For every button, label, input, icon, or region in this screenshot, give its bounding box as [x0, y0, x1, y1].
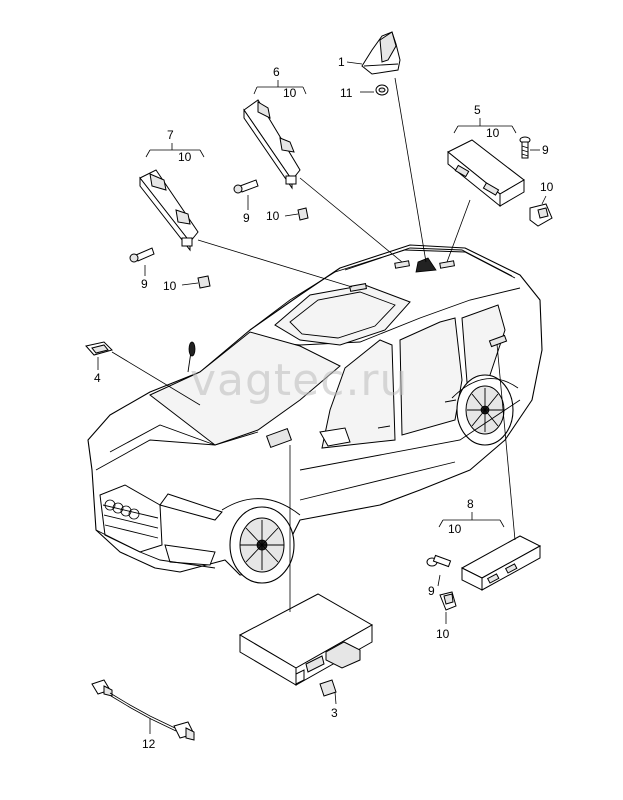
callout-7: 7 [167, 128, 174, 142]
callout-6: 6 [273, 65, 280, 79]
part-control-unit-8 [460, 535, 542, 591]
callout-10a: 10 [266, 209, 280, 223]
callout-bracket-6 [253, 80, 307, 95]
callout-bracket-8 [438, 512, 505, 528]
callout-10d: 10 [436, 627, 450, 641]
callout-11: 11 [340, 86, 353, 100]
part-control-unit-6 [243, 99, 301, 190]
callout-bracket-5 [453, 118, 517, 134]
callout-9b: 9 [141, 277, 148, 291]
part-cable-12 [91, 679, 195, 741]
part-screw-9c [519, 136, 531, 159]
marker-roof-a [349, 283, 367, 292]
callout-1: 1 [338, 55, 345, 69]
front-wheel [229, 506, 295, 584]
callout-4: 4 [94, 371, 101, 385]
callout-12: 12 [142, 737, 156, 751]
rear-wheel [456, 374, 514, 446]
callout-9d: 9 [428, 584, 435, 598]
watermark-text: vagtec.ru [190, 355, 408, 406]
car-body [87, 244, 543, 584]
callout-7-sub: 10 [178, 150, 192, 164]
callout-10b: 10 [163, 279, 177, 293]
marker-dash [265, 427, 293, 449]
callout-9c: 9 [542, 143, 549, 157]
marker-roof-c [439, 260, 455, 269]
part-control-unit-5 [447, 139, 525, 208]
callout-bracket-7 [145, 143, 205, 158]
brand-rings-icon [104, 499, 140, 520]
part-control-box-3 [238, 593, 374, 686]
part-control-unit-7 [139, 169, 199, 252]
callout-10c: 10 [540, 180, 554, 194]
callout-8-sub: 10 [448, 522, 462, 536]
part-screw-9d [426, 554, 452, 568]
marker-c-pillar [488, 334, 508, 348]
callout-6-sub: 10 [283, 86, 297, 100]
part-sensor-4 [85, 341, 113, 356]
part-roof-antenna [361, 31, 401, 96]
callout-9a: 9 [243, 211, 250, 225]
callout-8: 8 [467, 497, 474, 511]
callout-3: 3 [331, 706, 338, 720]
callout-5-sub: 10 [486, 126, 500, 140]
callout-5: 5 [474, 103, 481, 117]
